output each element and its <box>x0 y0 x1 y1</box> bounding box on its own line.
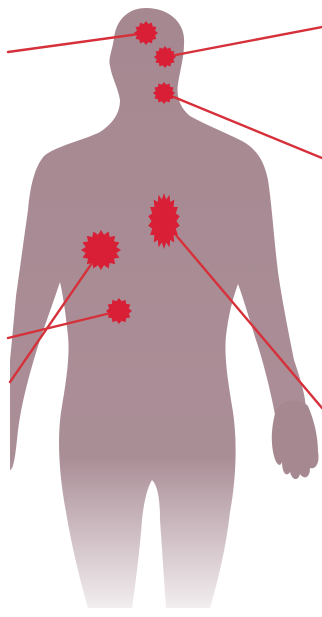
leader-line-temple <box>165 27 322 57</box>
pain-marker-left-chest <box>81 230 121 270</box>
right-hand-shape <box>272 400 319 479</box>
